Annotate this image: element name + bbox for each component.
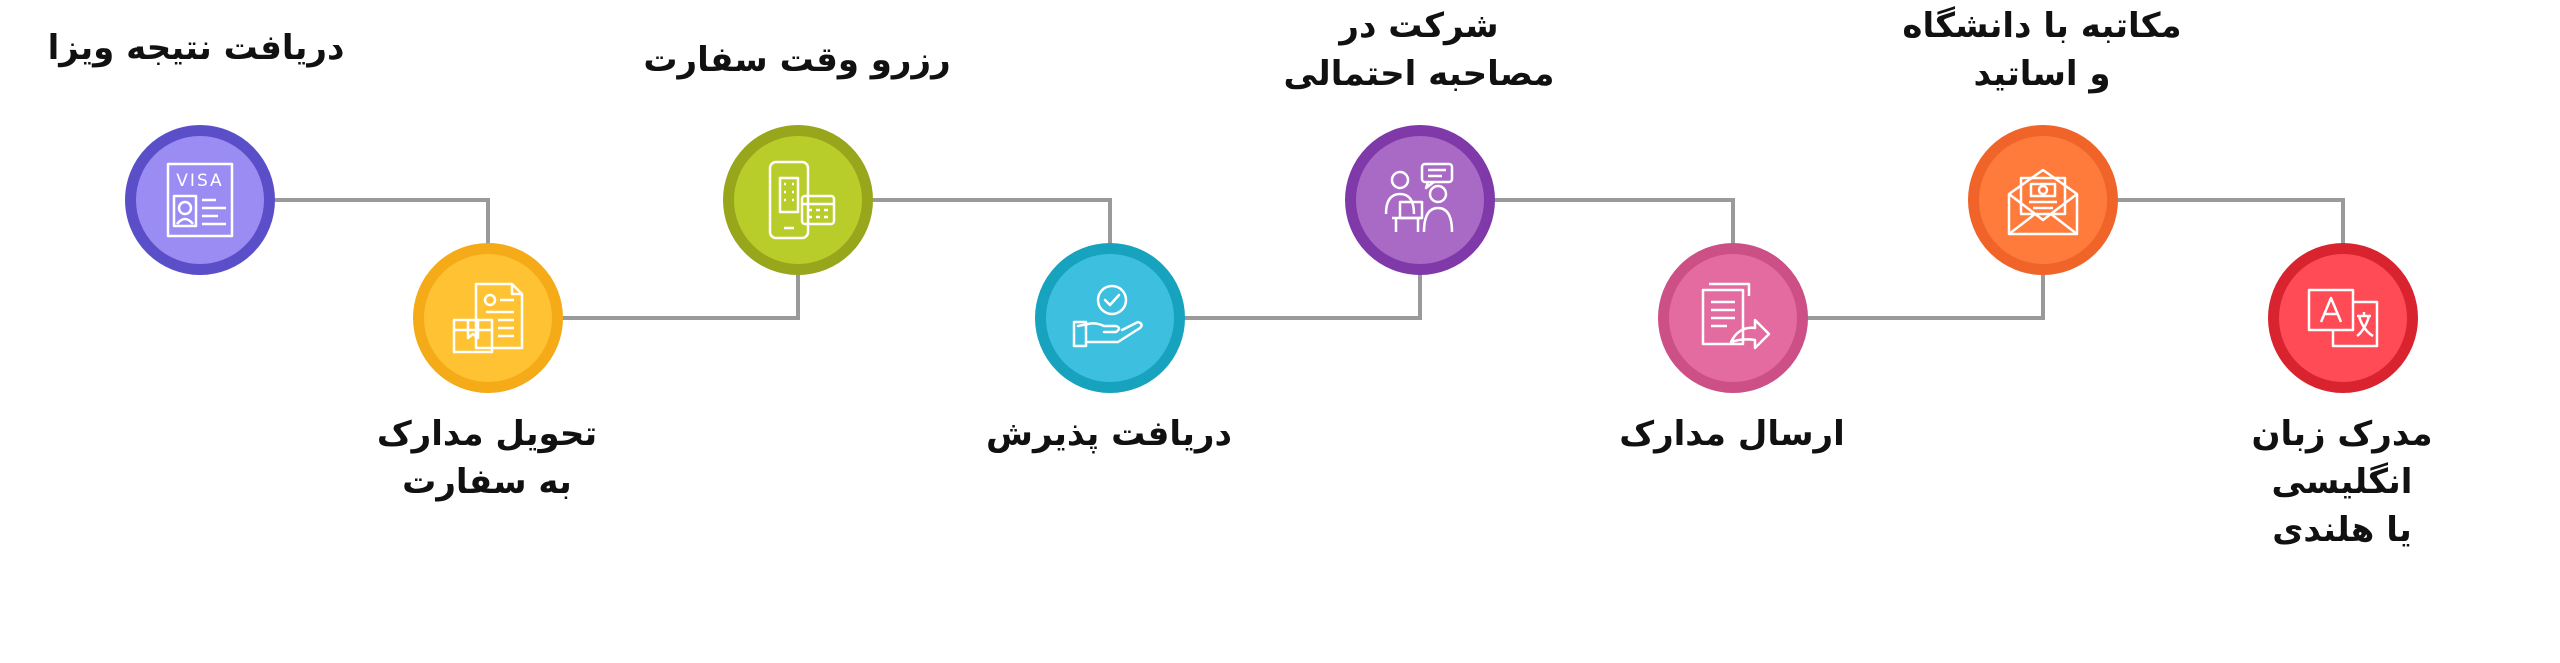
step-7-label: تحویل مدارک به سفارت: [376, 414, 598, 502]
step-2-circle: [1968, 125, 2118, 275]
interview-icon: [1384, 162, 1454, 233]
step-3-circle: [1658, 243, 1808, 393]
step-3-label: ارسال مدارک: [1619, 414, 1845, 454]
step-6-label: رزرو وقت سفارت: [643, 40, 951, 80]
step-4-circle: [1345, 125, 1495, 275]
step-5-label: دریافت پذیرش: [986, 414, 1232, 454]
step-5-circle: [1035, 243, 1185, 393]
visa-card-icon: VISA: [166, 162, 234, 238]
step-2-label: مکاتبه با دانشگاه و اساتید: [1902, 6, 2182, 94]
send-document-icon: [1701, 282, 1771, 350]
step-7-circle: [413, 243, 563, 393]
translate-icon: [2307, 288, 2379, 348]
step-1-label: مدرک زبان انگلیسی یا هلندی: [2251, 414, 2433, 550]
step-8-circle: VISA: [125, 125, 275, 275]
step-6-circle: [723, 125, 873, 275]
envelope-icon: [2007, 168, 2079, 236]
hand-check-icon: [1072, 284, 1143, 348]
step-8-label: دریافت نتیجه ویزا: [47, 28, 345, 68]
step-1-circle: [2268, 243, 2418, 393]
phone-building-icon: [768, 160, 836, 240]
step-4-label: شرکت در مصاحبه احتمالی: [1283, 6, 1555, 94]
documents-box-icon: [452, 282, 524, 354]
visa-icon-text: VISA: [176, 171, 223, 191]
